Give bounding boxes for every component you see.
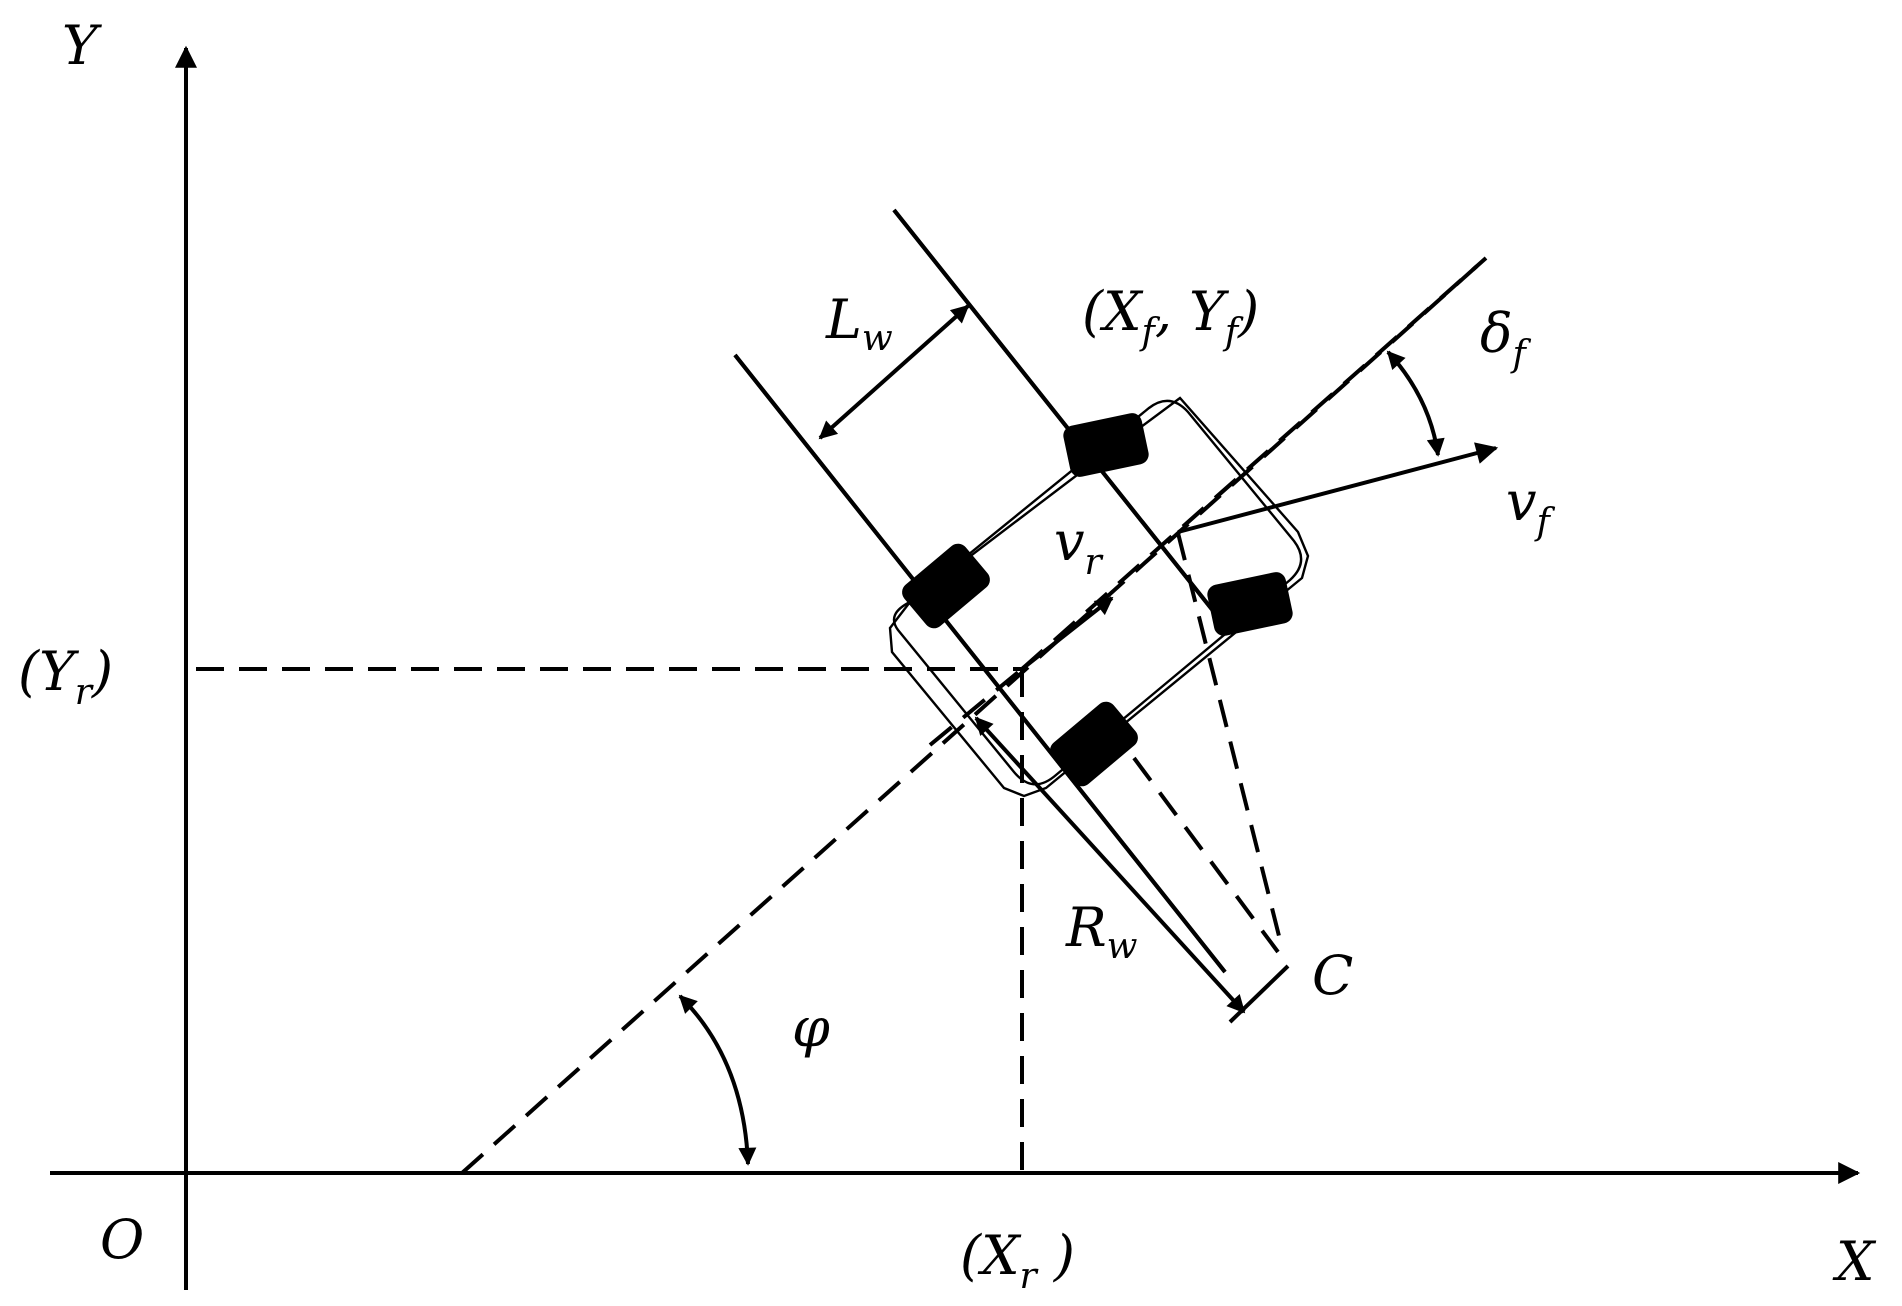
vf-velocity-arrow bbox=[1177, 442, 1499, 534]
front-point-label: (Xf, Yf) bbox=[1082, 280, 1259, 353]
rw-label-sub: w bbox=[1107, 926, 1138, 967]
origin-label: O bbox=[100, 1208, 144, 1271]
phi-label: φ bbox=[792, 996, 830, 1059]
phi-angle-arc bbox=[678, 994, 757, 1166]
c-point-tick bbox=[1228, 964, 1290, 1024]
vf-label-sub: f bbox=[1534, 502, 1556, 543]
yr-label-main: (Y bbox=[18, 640, 79, 703]
vr-velocity-arrow bbox=[1020, 596, 1114, 671]
xr-label-sub: r bbox=[1020, 1256, 1039, 1297]
rw-label: Rw bbox=[1065, 896, 1138, 967]
delta-label-main: δ bbox=[1480, 302, 1513, 365]
lw-dimension-arrow bbox=[818, 304, 970, 440]
front-axle-line-overlay bbox=[892, 208, 1224, 624]
front-to-c-dashed-line bbox=[1176, 532, 1284, 949]
lw-label: Lw bbox=[825, 288, 893, 359]
vr-label-main: v bbox=[1054, 510, 1085, 573]
xr-label-close: ) bbox=[1037, 1224, 1075, 1287]
delta-label-sub: f bbox=[1510, 334, 1532, 375]
y-axis-label: Y bbox=[62, 14, 102, 77]
front-point-mid: , Y bbox=[1155, 280, 1229, 343]
xr-label-main: (X bbox=[960, 1224, 1022, 1287]
wheel-front-right bbox=[1207, 572, 1293, 636]
rear-perpendicular-dashed-line bbox=[928, 667, 1024, 747]
delta-label: δf bbox=[1480, 302, 1532, 375]
wheel-front-left bbox=[1063, 413, 1149, 477]
vehicle-body-outline bbox=[892, 399, 1303, 786]
vr-label: vr bbox=[1054, 510, 1104, 583]
yr-label-close: ) bbox=[91, 640, 113, 703]
front-point-close: ) bbox=[1237, 280, 1259, 343]
rw-dimension-arrow bbox=[974, 716, 1246, 1014]
c-point-label: C bbox=[1312, 944, 1353, 1007]
rear-to-c-dashed-line bbox=[1132, 756, 1280, 954]
rw-label-main: R bbox=[1065, 896, 1107, 959]
vf-label: vf bbox=[1506, 470, 1556, 543]
front-point-main: (X bbox=[1082, 280, 1144, 343]
lw-label-sub: w bbox=[862, 318, 893, 359]
delta-angle-arc bbox=[1386, 350, 1445, 457]
lw-label-main: L bbox=[825, 288, 862, 351]
wheel-rear-left bbox=[902, 543, 990, 629]
vr-label-sub: r bbox=[1085, 542, 1104, 583]
yr-label-sub: r bbox=[75, 672, 94, 713]
front-perpendicular-line bbox=[1177, 471, 1247, 533]
xr-label: (Xr ) bbox=[960, 1224, 1075, 1297]
yr-label: (Yr) bbox=[18, 640, 113, 713]
x-axis-label: X bbox=[1832, 1230, 1877, 1293]
vf-label-main: v bbox=[1506, 470, 1537, 533]
rear-axle-line-overlay bbox=[733, 353, 1227, 974]
